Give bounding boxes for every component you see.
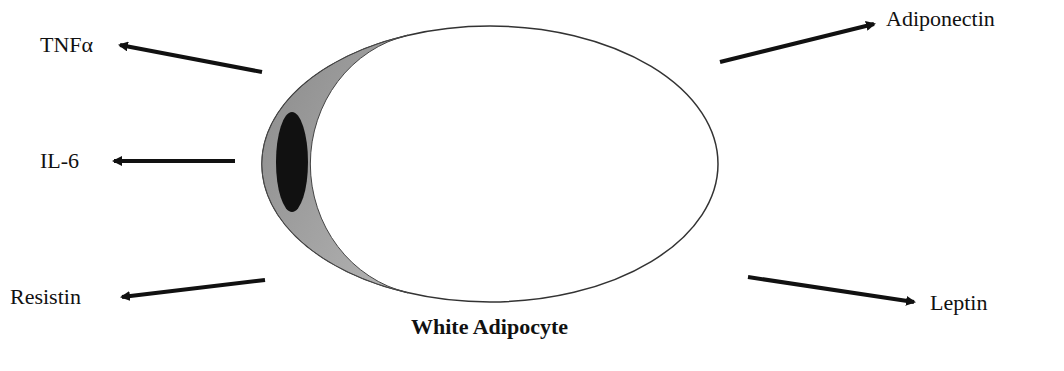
nucleus bbox=[276, 112, 308, 212]
secreted-factor: Adiponectin bbox=[886, 6, 995, 32]
arrow bbox=[748, 277, 914, 302]
secreted-factor: Leptin bbox=[930, 290, 987, 316]
secreted-factor: Resistin bbox=[10, 284, 81, 310]
arrow bbox=[120, 45, 262, 72]
arrow bbox=[114, 159, 235, 163]
arrow bbox=[122, 280, 265, 297]
secreted-factor: TNFα bbox=[40, 32, 93, 58]
arrow bbox=[720, 24, 874, 62]
cytoplasm-crescent bbox=[262, 35, 408, 293]
secreted-factor: IL-6 bbox=[40, 148, 79, 174]
cell-title: White Adipocyte bbox=[411, 314, 568, 340]
adipocyte-cell: White Adipocyte bbox=[258, 22, 722, 368]
cell-membrane bbox=[262, 26, 718, 302]
adipocyte-outline bbox=[258, 22, 722, 308]
